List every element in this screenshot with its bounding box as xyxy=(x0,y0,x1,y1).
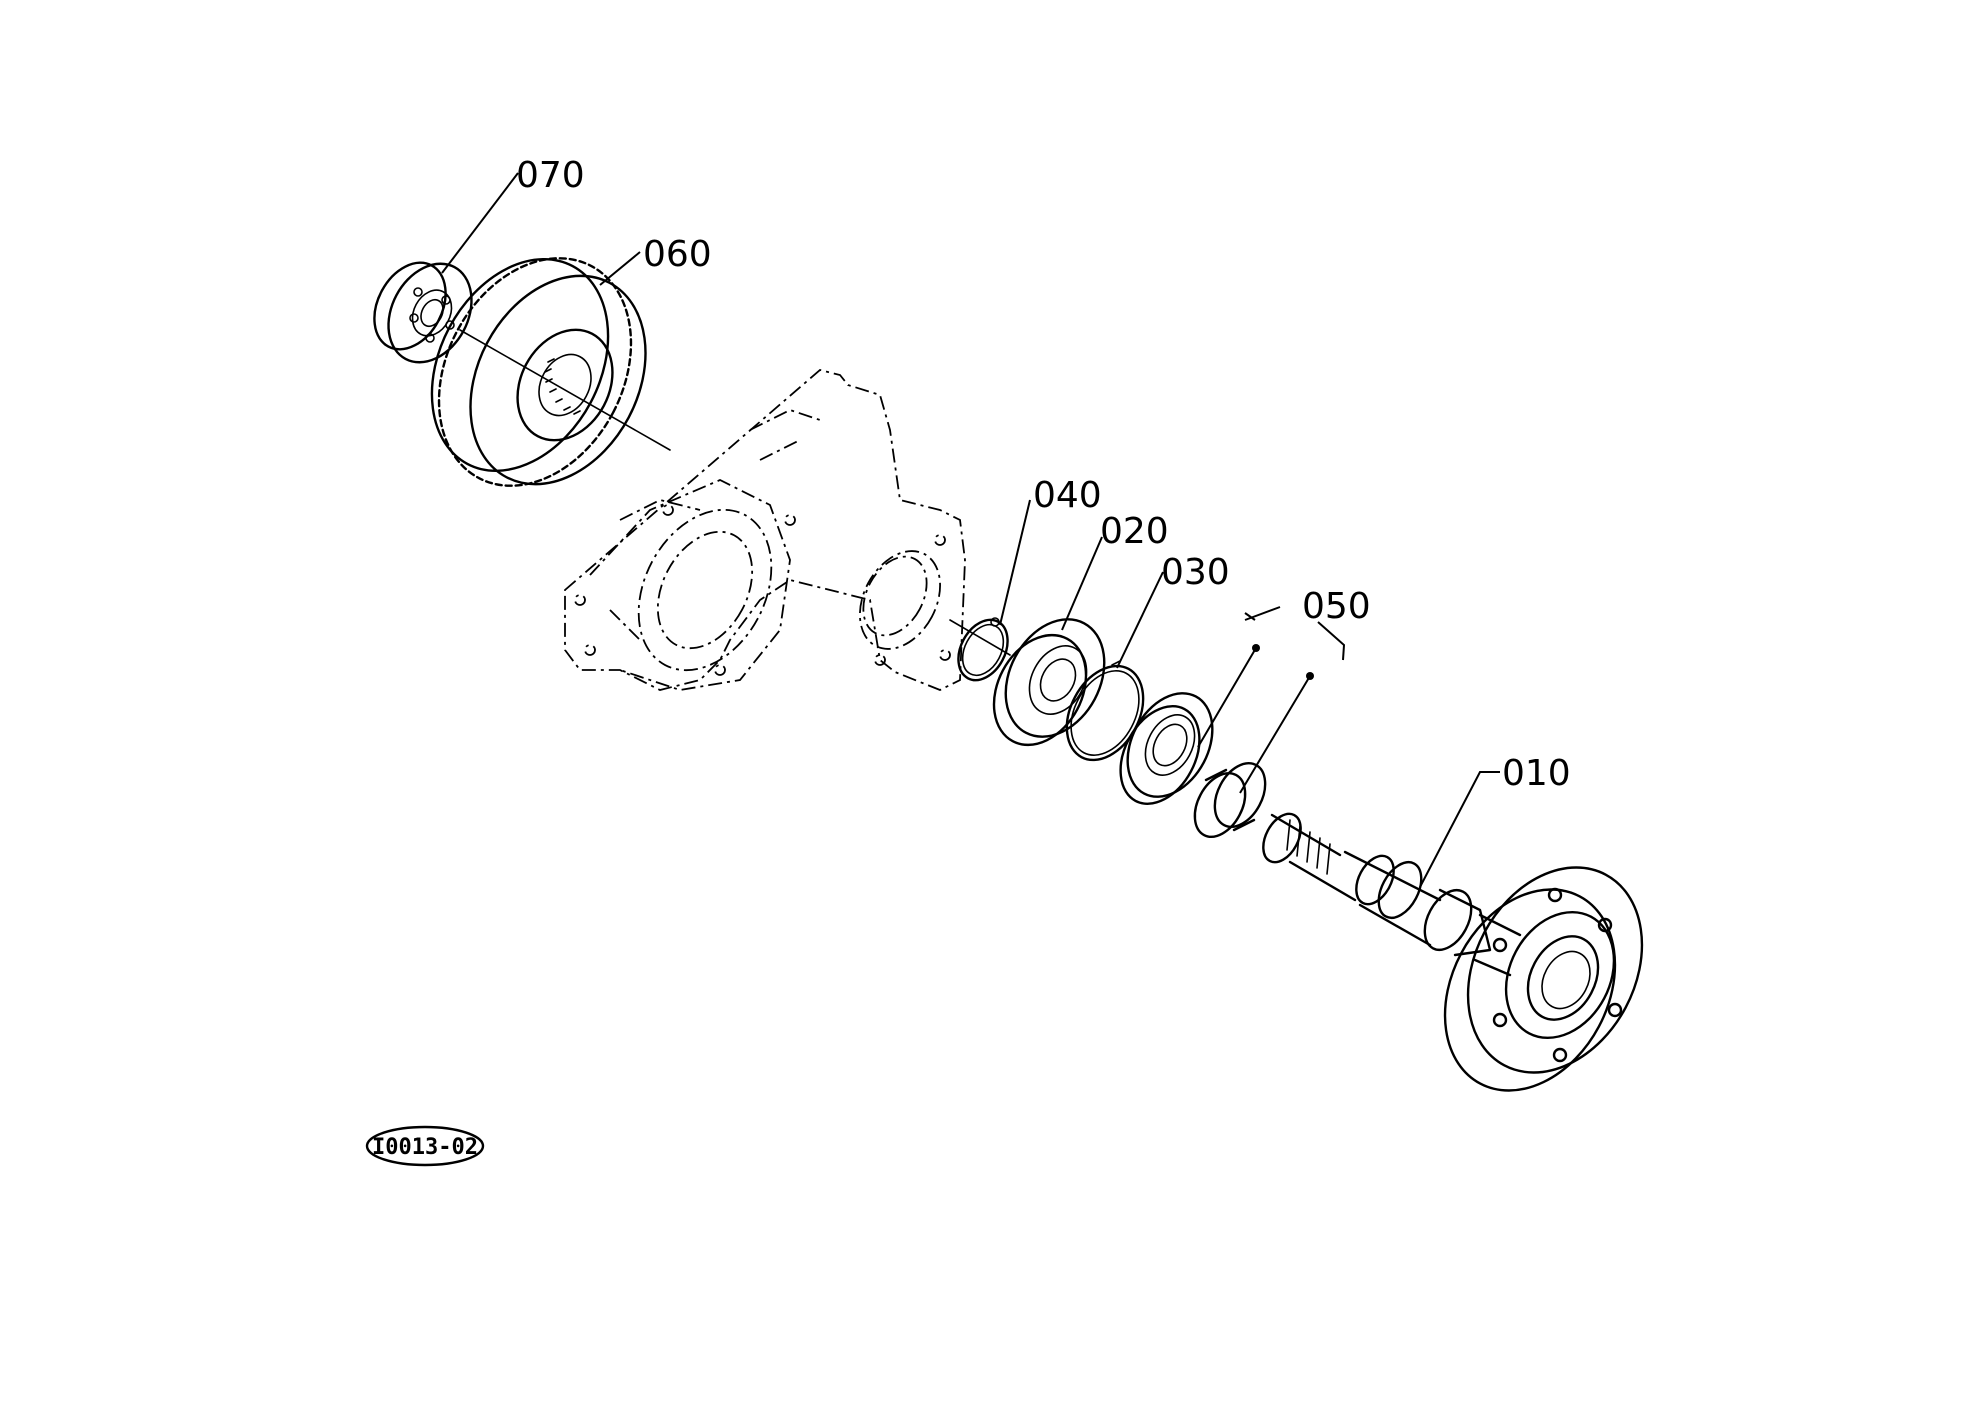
part-070-bearing[interactable] xyxy=(360,249,488,377)
callout-010: 010 xyxy=(1419,753,1571,888)
reference-code-badge: I0013-02 xyxy=(365,1125,485,1167)
reference-code: I0013-02 xyxy=(372,1135,478,1160)
part-label-050: 050 xyxy=(1302,586,1371,627)
part-label-040: 040 xyxy=(1033,475,1102,516)
part-040-snap-ring[interactable] xyxy=(949,611,1018,688)
part-label-060: 060 xyxy=(643,234,712,275)
callout-070: 070 xyxy=(441,155,585,274)
part-label-010: 010 xyxy=(1502,753,1571,794)
callout-060: 060 xyxy=(599,234,712,286)
housing-outline xyxy=(564,369,966,691)
part-label-030: 030 xyxy=(1161,552,1230,593)
part-010-flange-shaft[interactable] xyxy=(1256,808,1677,1121)
callout-020: 020 xyxy=(1061,511,1169,631)
callout-030: 030 xyxy=(1116,552,1230,669)
assembly-axis xyxy=(459,329,1011,656)
part-060-gear[interactable] xyxy=(397,225,680,520)
part-label-020: 020 xyxy=(1100,511,1169,552)
part-label-070: 070 xyxy=(516,155,585,196)
part-050-oil-seal[interactable] xyxy=(1105,679,1230,818)
callout-040: 040 xyxy=(999,475,1102,626)
part-020-ball-bearing[interactable] xyxy=(976,602,1124,761)
part-050-collar[interactable] xyxy=(1185,755,1276,846)
callout-050: 050 xyxy=(1197,586,1371,794)
